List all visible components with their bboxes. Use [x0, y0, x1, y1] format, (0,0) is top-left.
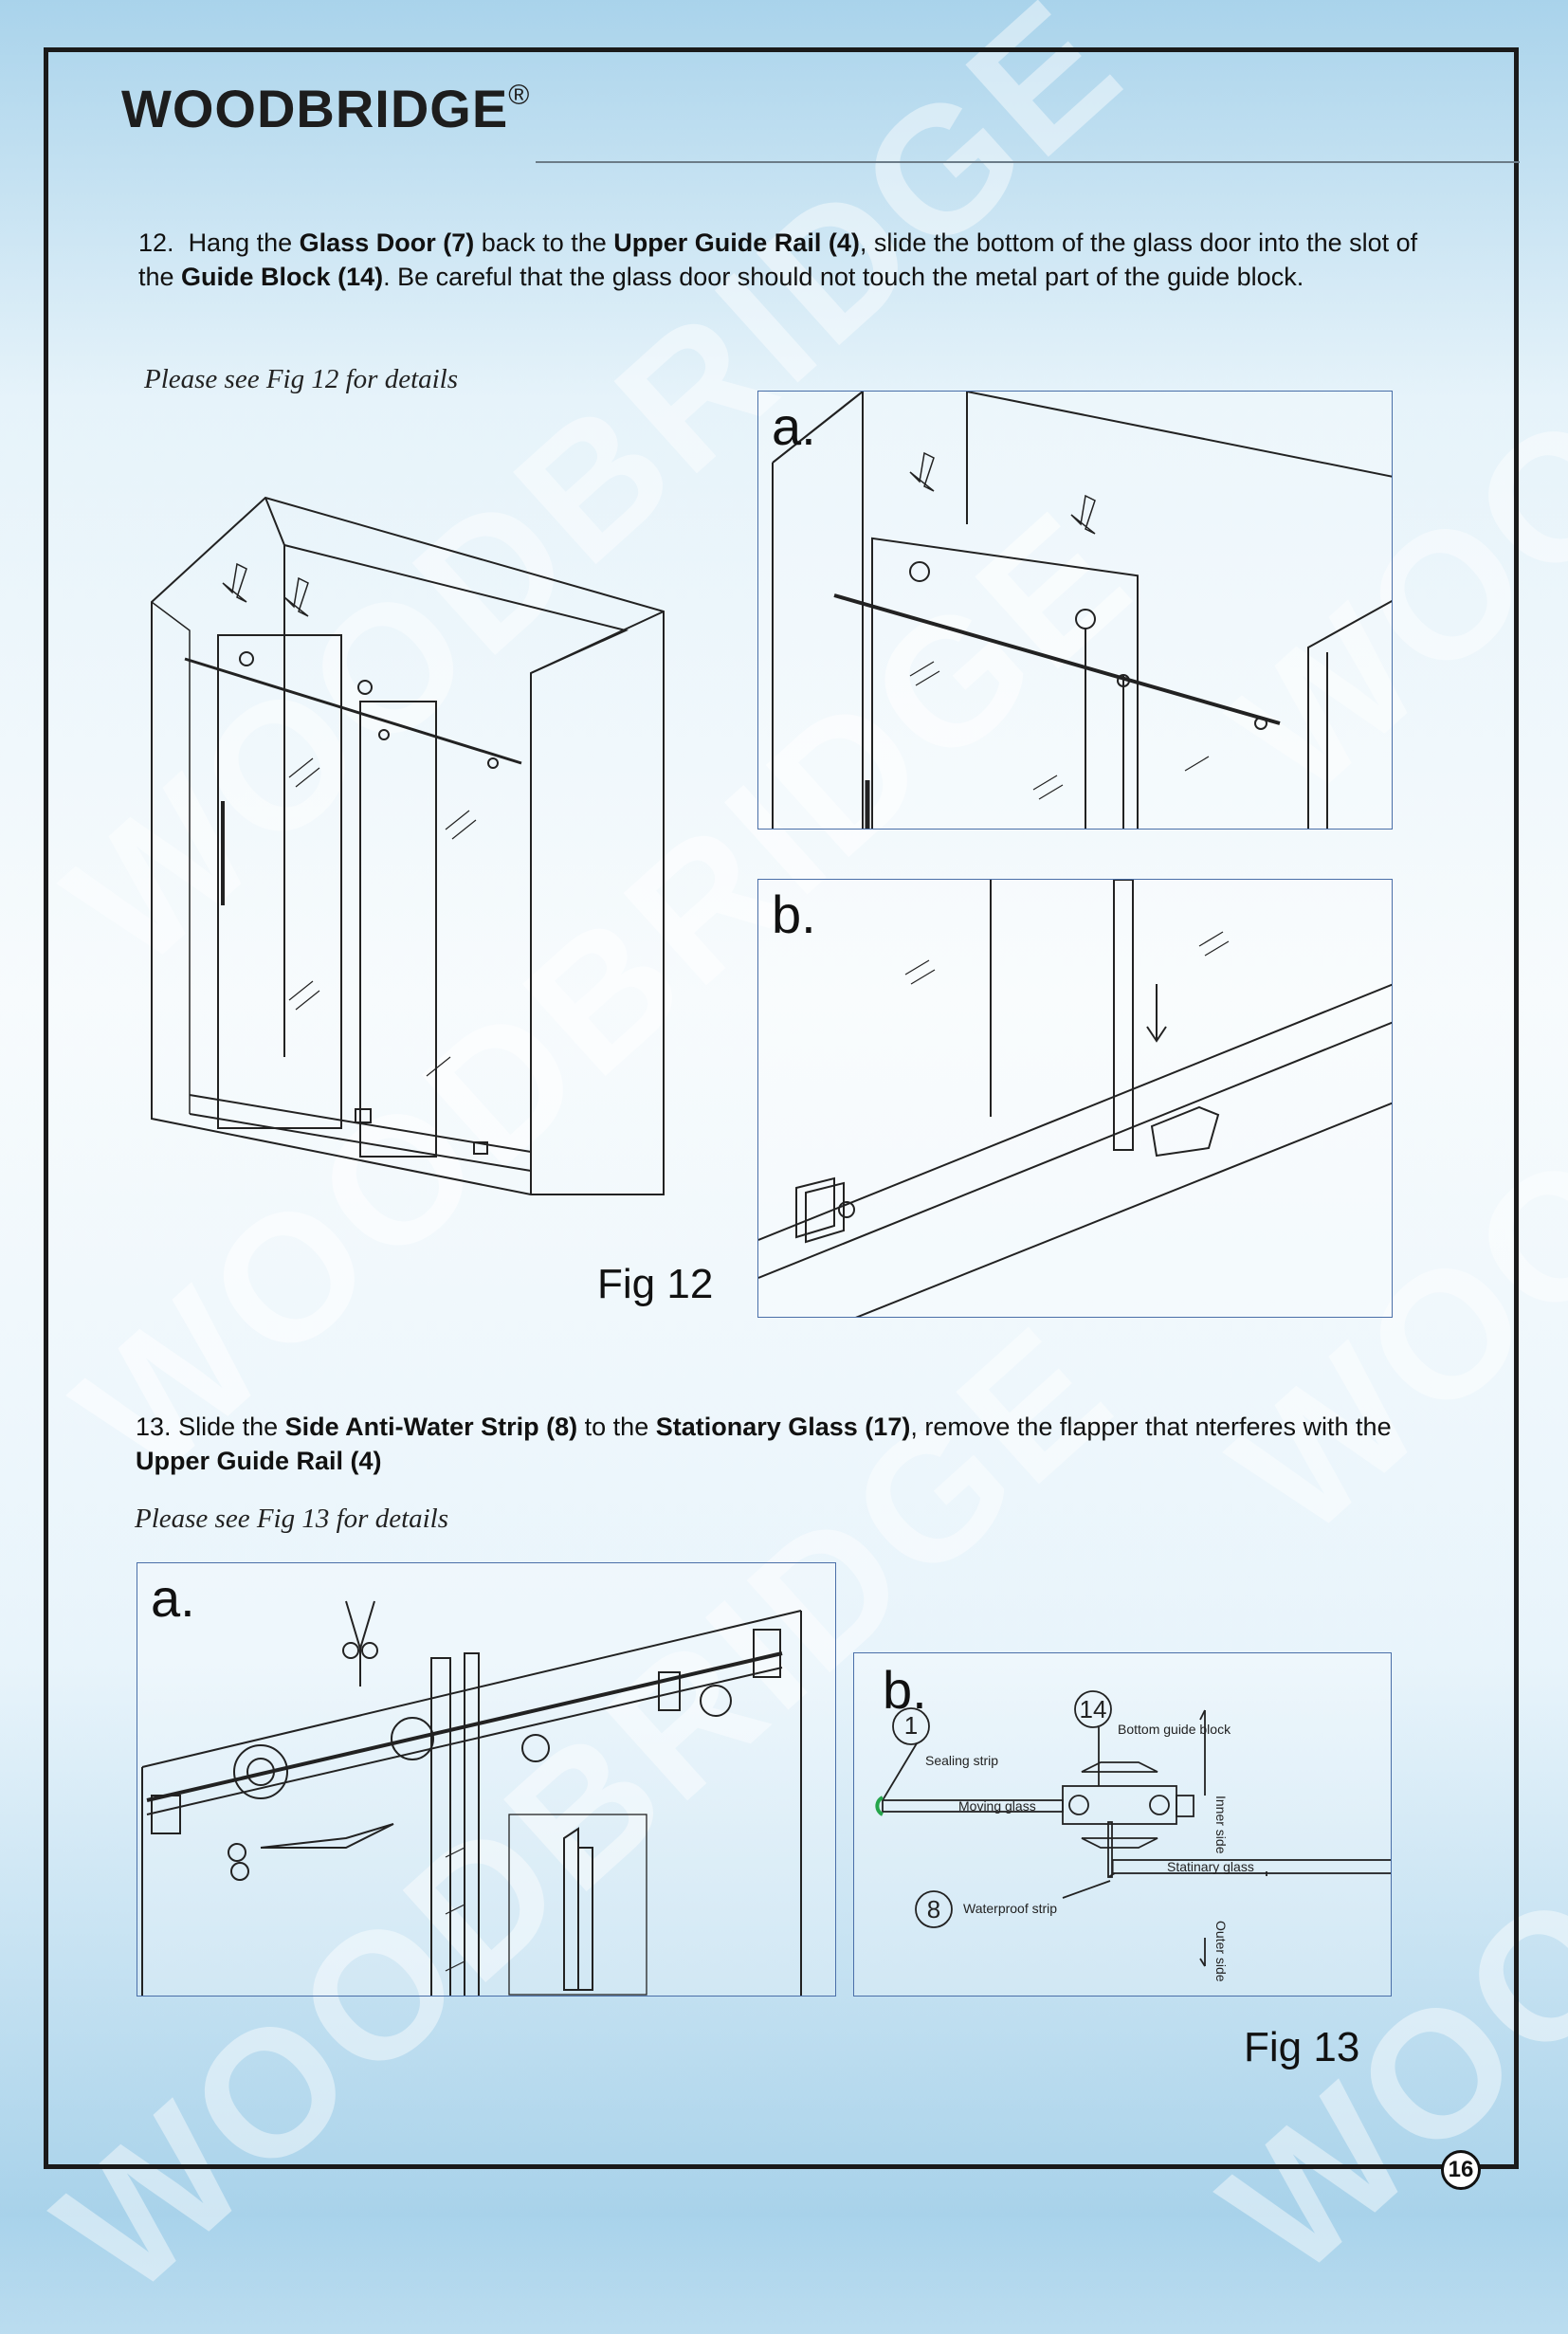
fig13-label: Fig 13: [1244, 2024, 1360, 2070]
fig12-panel-b: b.: [757, 879, 1393, 1318]
fig12-a-letter: a.: [772, 396, 816, 456]
part-8-label: 8: [927, 1895, 940, 1924]
page-frame: [44, 47, 1519, 2169]
part-1-label: 1: [904, 1711, 918, 1740]
page-number-badge: 16: [1441, 2150, 1481, 2190]
inner-side-label: Inner side: [1213, 1796, 1229, 1854]
step12-note: Please see Fig 12 for details: [144, 364, 459, 394]
fig13-b-letter: b.: [883, 1660, 927, 1720]
fig12-panel-a: a.: [757, 391, 1393, 830]
fig13-a-letter: a.: [151, 1568, 195, 1628]
fig12-label: Fig 12: [597, 1261, 714, 1307]
fig13-panel-a: a.: [137, 1562, 836, 1997]
fig12-b-letter: b.: [772, 884, 816, 944]
step13-note: Please see Fig 13 for details: [135, 1504, 449, 1534]
outer-side-label: Outer side: [1213, 1921, 1229, 1982]
part-14-label: 14: [1080, 1695, 1107, 1723]
header-rule: [536, 161, 1520, 163]
stationary-glass-label: Statinary glass: [1167, 1859, 1254, 1874]
sealing-strip-label: Sealing strip: [925, 1753, 998, 1768]
brand-logo: WOODBRIDGE®: [121, 79, 531, 138]
fig12-main-drawing: [151, 496, 665, 1195]
fig13-panel-b: 1 14 8 Sealing strip Bottom guide block …: [853, 1652, 1392, 1997]
fig13-b-drawing: 1 14 8 Sealing strip Bottom guide block …: [875, 1690, 1391, 1982]
step12-instructions: 12. Hang the Glass Door (7) back to the …: [138, 228, 1418, 291]
step13-instructions: 13. Slide the Side Anti-Water Strip (8) …: [136, 1413, 1392, 1475]
waterproof-strip-label: Waterproof strip: [963, 1901, 1057, 1916]
moving-glass-label: Moving glass: [958, 1798, 1036, 1814]
bottom-guide-block-label: Bottom guide block: [1118, 1722, 1231, 1737]
fig12-a-drawing: [772, 392, 1392, 829]
fig13-a-drawing: [141, 1600, 802, 1996]
fig12-b-drawing: [758, 880, 1392, 1317]
